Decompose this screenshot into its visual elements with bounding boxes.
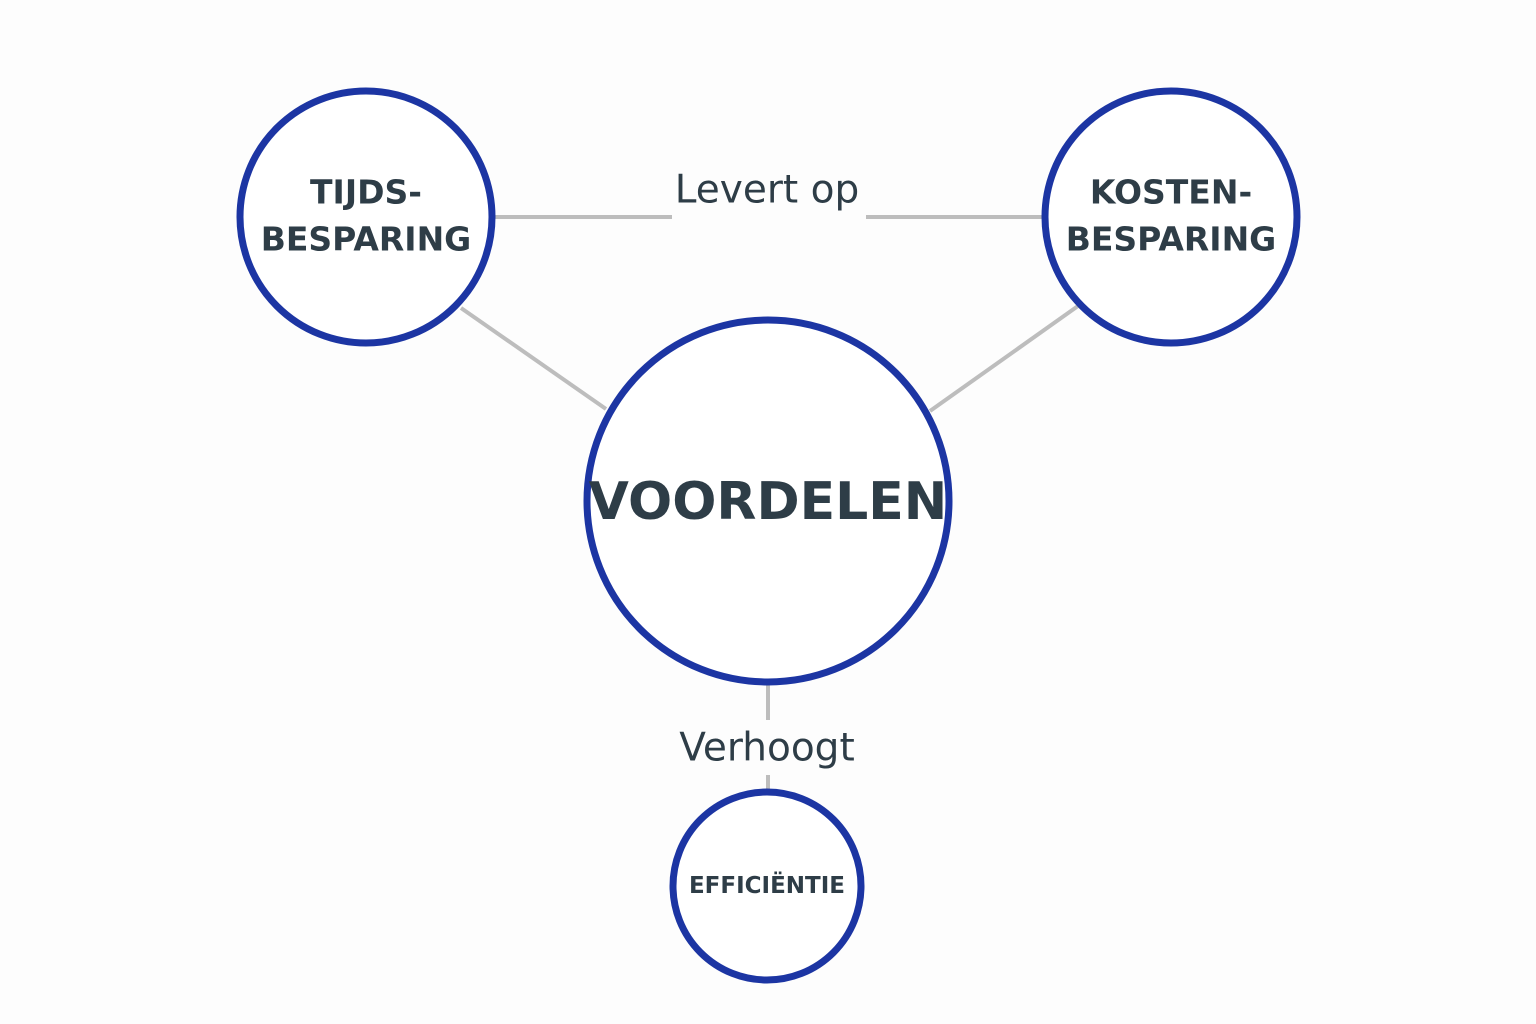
node-efficiency: EFFICIËNTIE [669, 788, 865, 984]
node-center: VOORDELEN [583, 316, 953, 686]
node-cost-savings-circle [1041, 87, 1301, 347]
edge-label-delivers: Levert op [675, 168, 859, 213]
node-time-savings: TIJDS- BESPARING [236, 87, 496, 347]
node-efficiency-label: EFFICIËNTIE [689, 871, 845, 899]
node-cost-savings: KOSTEN- BESPARING [1041, 87, 1301, 347]
node-efficiency-circle [669, 788, 865, 984]
node-time-savings-line1: TIJDS- [310, 173, 422, 212]
node-time-savings-circle [236, 87, 496, 347]
node-center-circle [583, 316, 953, 686]
node-center-label: VOORDELEN [589, 472, 948, 532]
node-cost-savings-line1: KOSTEN- [1090, 173, 1252, 212]
node-cost-savings-line2: BESPARING [1066, 220, 1277, 259]
edge-label-increases: Verhoogt [679, 726, 854, 771]
node-time-savings-line2: BESPARING [261, 220, 472, 259]
connector-cost-to-center [928, 304, 1080, 413]
connector-time-to-center [459, 306, 608, 411]
